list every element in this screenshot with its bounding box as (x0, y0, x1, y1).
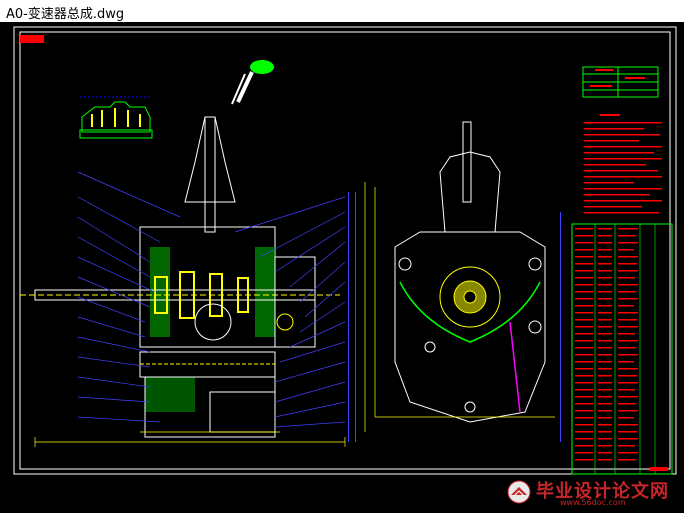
drawing-canvas[interactable]: 毕业设计论文网 www.56doc.com (0, 22, 684, 513)
tech-requirements (584, 114, 662, 214)
cad-drawing (13, 26, 677, 475)
drawing-inner-border (19, 31, 671, 470)
main-section-view (20, 116, 340, 438)
stamp-box (20, 35, 44, 43)
book-globe-icon (507, 480, 531, 504)
shift-lever (231, 60, 274, 105)
bom-rows (575, 228, 668, 471)
window-titlebar: A0-变速器总成.dwg (0, 0, 684, 23)
bom-table (571, 223, 673, 475)
spec-table (582, 66, 659, 98)
window-title: A0-变速器总成.dwg (6, 7, 125, 22)
leader-lines-left (77, 171, 181, 423)
dot-field (348, 192, 561, 442)
side-view (364, 121, 555, 432)
drawing-border (13, 26, 677, 475)
detail-view (79, 96, 153, 139)
watermark-text: 毕业设计论文网 (536, 481, 669, 502)
leader-lines-right (234, 196, 346, 428)
dimensions-main (34, 431, 346, 447)
watermark-url: www.56doc.com (560, 498, 626, 507)
site-watermark: 毕业设计论文网 www.56doc.com (506, 479, 674, 507)
